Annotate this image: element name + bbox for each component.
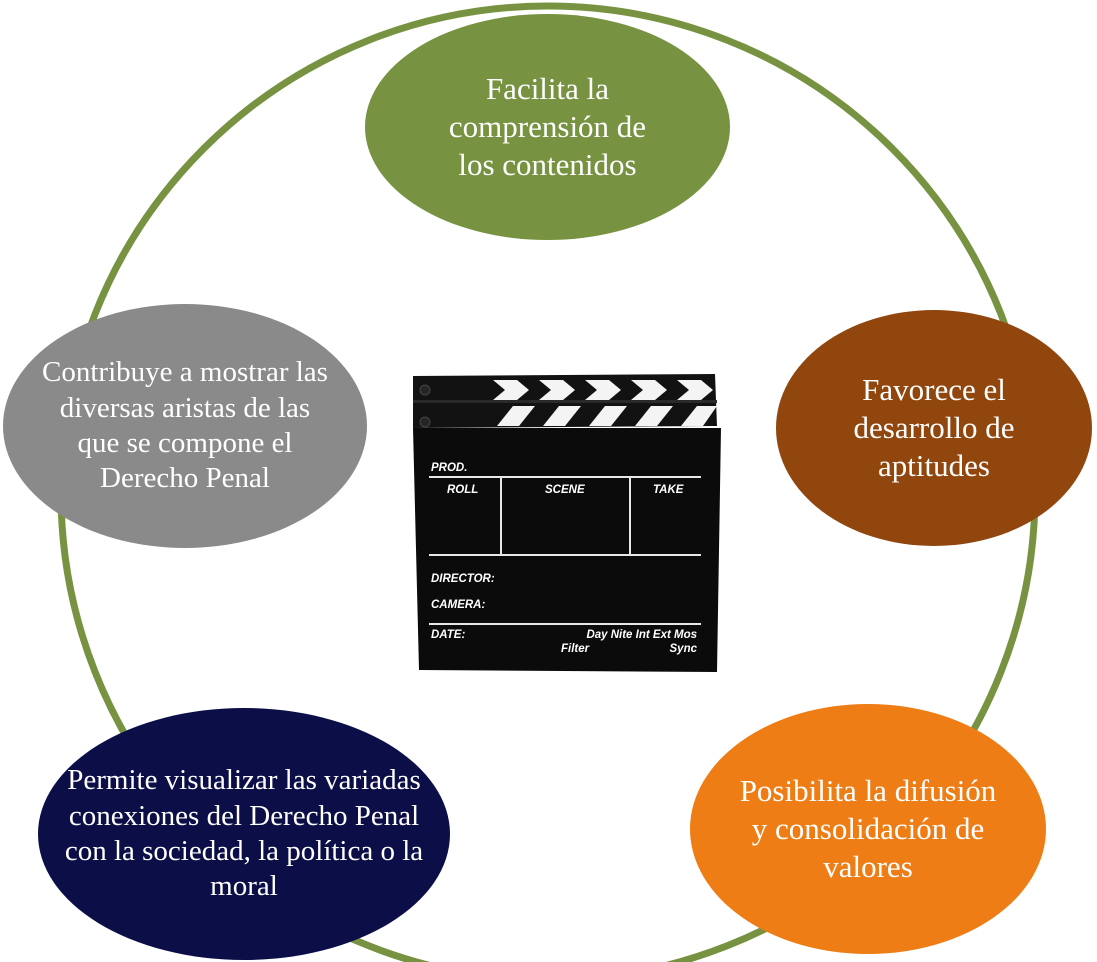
clapperboard-icon: PROD. ROLL SCENE TAKE DIRECTOR: CAMERA: … [413, 374, 721, 672]
clapper-roll-label: ROLL [447, 484, 478, 496]
node-aptitudes-label: Favorece el desarrollo de aptitudes [853, 372, 1015, 483]
node-aspects: Contribuye a mostrar las diversas arista… [3, 304, 367, 548]
clapper-prod-label: PROD. [431, 462, 467, 474]
clapper-take-label: TAKE [653, 484, 684, 496]
node-values: Posibilita la difusión y consolidación d… [690, 704, 1046, 954]
node-values-label: Posibilita la difusión y consolidación d… [739, 773, 997, 884]
node-comprehension-label: Facilita la comprensión de los contenido… [448, 71, 647, 182]
clapper-day-nite-label: Day Nite Int Ext Mos [586, 629, 697, 641]
clapper-date-label: DATE: [431, 629, 465, 641]
clapper-director-label: DIRECTOR: [431, 573, 495, 585]
clapper-scene-label: SCENE [545, 484, 585, 496]
node-aptitudes: Favorece el desarrollo de aptitudes [776, 310, 1092, 546]
clapper-sync-label: Sync [670, 643, 698, 655]
node-comprehension: Facilita la comprensión de los contenido… [365, 14, 730, 240]
clapper-filter-label: Filter [561, 643, 590, 655]
clapper-camera-label: CAMERA: [431, 599, 485, 611]
node-aspects-label: Contribuye a mostrar las diversas arista… [42, 356, 328, 495]
node-connections-label: Permite visualizar las variadas conexion… [64, 764, 424, 903]
node-connections: Permite visualizar las variadas conexion… [38, 708, 450, 960]
